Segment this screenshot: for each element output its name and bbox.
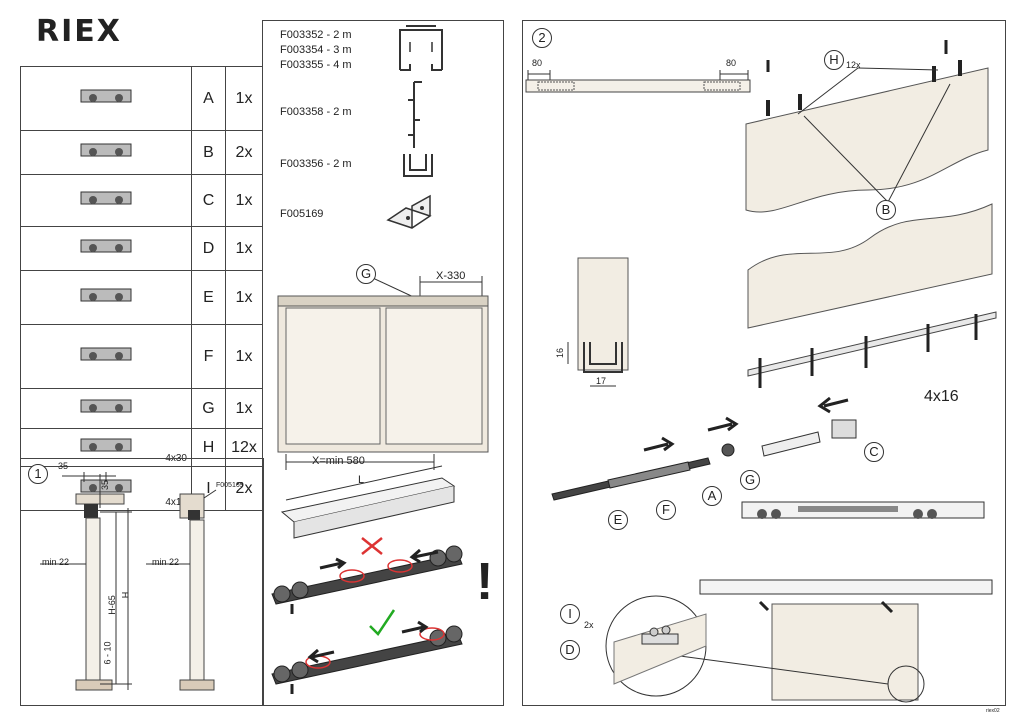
step1-dim-35a: 35 xyxy=(58,461,69,471)
carriage-right-orientation xyxy=(271,609,463,694)
label-g-top: G xyxy=(356,264,376,284)
screw-4x30-icon: 4x30 xyxy=(20,428,192,467)
fascia-code: F003358 - 2 m xyxy=(280,106,352,118)
step1-min22-left: min 22 xyxy=(42,557,70,567)
part-quantity: 1x xyxy=(225,66,263,131)
track-code-3: F003355 - 4 m xyxy=(280,59,352,71)
label-e: E xyxy=(608,510,628,530)
step1-dim-gap: 6 - 10 xyxy=(102,641,113,665)
part-letter: A xyxy=(191,66,226,131)
label-h-qty: 12x xyxy=(846,60,861,70)
angle-bracket-icon xyxy=(386,194,432,229)
part-letter: D xyxy=(191,226,226,271)
part-letter: H xyxy=(191,428,226,467)
mounting-plate-icon xyxy=(20,130,192,175)
dim-16: 16 xyxy=(555,347,566,359)
fascia-profile-icon xyxy=(408,81,422,148)
trigger-clip-icon xyxy=(20,388,192,429)
part-quantity: 1x xyxy=(225,324,263,389)
label-4x16: 4x16 xyxy=(924,388,959,405)
step1-dim-h65: H-65 xyxy=(106,595,117,615)
dim-x-min: X=min 580 xyxy=(312,455,365,467)
label-f: F xyxy=(656,500,676,520)
track-top-view xyxy=(525,70,751,93)
dim-l: L xyxy=(358,474,365,486)
step2-panel xyxy=(522,20,1006,706)
page-footer-code: riex02 xyxy=(986,708,1000,714)
dim-80-right: 80 xyxy=(726,58,737,68)
warning-mark: ! xyxy=(476,553,494,611)
guide-plate-icon xyxy=(20,226,192,271)
door-panel-bottom xyxy=(747,203,997,388)
part-letter: G xyxy=(191,388,226,429)
profiles-panel xyxy=(262,20,504,706)
soft-close-assembly xyxy=(551,396,857,501)
part-quantity: 1x xyxy=(225,174,263,227)
part-letter: E xyxy=(191,270,226,325)
bracket-code: F005169 xyxy=(280,208,324,220)
label-d: D xyxy=(560,640,580,660)
soft-close-damper-icon xyxy=(20,324,192,389)
floor-guide-profile-icon xyxy=(403,154,433,177)
part-quantity: 1x xyxy=(225,226,263,271)
part-letter: B xyxy=(191,130,226,175)
part-letter: F xyxy=(191,324,226,389)
track-code-1: F003352 - 2 m xyxy=(280,29,352,41)
part-quantity: 2x xyxy=(225,130,263,175)
dim-x-330: X-330 xyxy=(436,270,466,282)
mounted-track-side xyxy=(741,501,985,519)
dim-17: 17 xyxy=(596,376,607,386)
label-g: G xyxy=(740,470,760,490)
end-stop-icon xyxy=(20,174,192,227)
step1-dim-h: H xyxy=(120,591,131,599)
step1-number: 1 xyxy=(28,464,48,484)
brand-logo: RIEX xyxy=(36,14,122,49)
part-quantity: 1x xyxy=(225,270,263,325)
track-code-2: F003354 - 3 m xyxy=(280,44,352,56)
step2-number: 2 xyxy=(532,28,552,48)
activator-arm-icon xyxy=(20,270,192,325)
label-h: H xyxy=(824,50,844,70)
part-letter: C xyxy=(191,174,226,227)
step1-bracket-ref: F005169 xyxy=(216,482,244,489)
carriage-wrong-orientation xyxy=(271,537,463,614)
floor-guide-code: F003356 - 2 m xyxy=(280,158,352,170)
label-b: B xyxy=(876,200,896,220)
step1-side-view xyxy=(40,472,217,691)
step1-panel xyxy=(20,458,264,706)
door-front-diagram xyxy=(277,271,489,470)
track-profile-icon xyxy=(399,25,443,71)
label-c: C xyxy=(864,442,884,462)
label-i-qty: 2x xyxy=(584,620,594,630)
roller-carriage-icon xyxy=(20,66,192,131)
part-quantity: 1x xyxy=(225,388,263,429)
floor-guide-detail xyxy=(567,257,629,387)
door-hanging-detail xyxy=(605,579,993,703)
track-length-diagram xyxy=(280,465,456,539)
label-a: A xyxy=(702,486,722,506)
door-panel-top xyxy=(745,40,989,213)
step1-min22-right: min 22 xyxy=(152,557,180,567)
step1-dim-35b: 35 xyxy=(100,479,111,491)
dim-80-left: 80 xyxy=(532,58,543,68)
label-i: I xyxy=(560,604,580,624)
part-size-label: 4x16 xyxy=(165,497,187,508)
